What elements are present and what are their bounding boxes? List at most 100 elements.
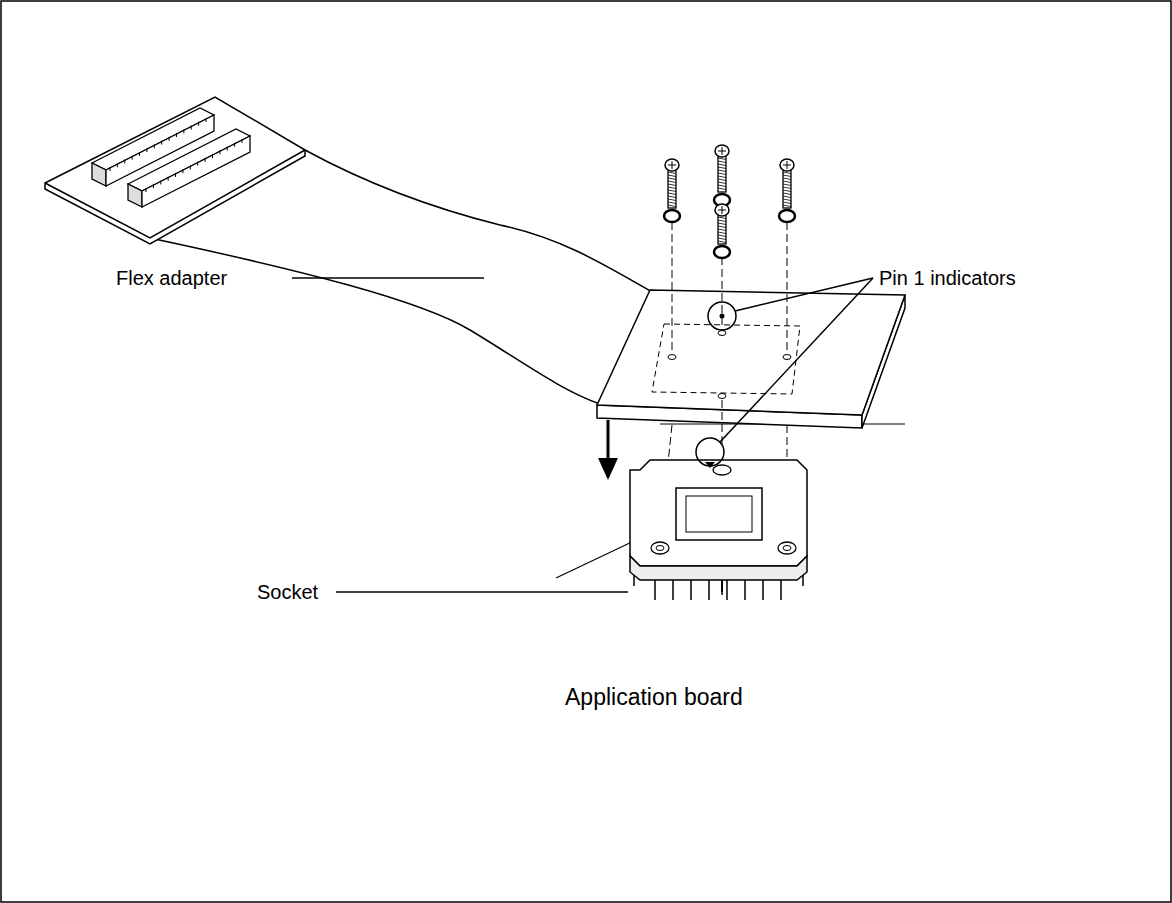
header-pin [146,188,147,192]
screw-thread [718,170,726,172]
header-pin [191,126,192,130]
socket-pin [726,580,728,600]
screw-thread [668,193,676,195]
header-pin [168,177,169,181]
header-pin [154,144,155,148]
screw-thread [668,196,676,198]
header-pin [234,143,235,147]
down-arrow [598,420,618,480]
header-pin [176,133,177,137]
screw-thread [718,238,726,240]
screw-head [780,159,794,171]
screw-thread [668,205,676,207]
screw-thread [783,199,791,201]
screw-thread [783,184,791,186]
screw-slot [787,161,788,169]
screw-shaft [718,154,726,192]
socket-pin [690,580,692,600]
screw-thread [718,158,726,160]
screw-thread [718,235,726,237]
screw-thread [718,226,726,228]
board-label: Application board [565,684,743,712]
screw-thread [718,241,726,243]
socket-pin [672,580,674,600]
part-label: Flex adapter [116,266,227,290]
screw-thread [718,220,726,222]
screw-thread [668,181,676,183]
socket-pin [744,580,746,600]
screw-thread [783,202,791,204]
screw-thread [718,217,726,219]
header-pin [175,173,176,177]
screw-thread [783,196,791,198]
socket-pin [780,580,782,600]
header-pin [242,139,243,143]
header-pin [206,118,207,122]
screws [664,145,795,258]
header-pin [169,137,170,141]
screw-slot [722,206,723,214]
screw-thread [718,229,726,231]
screw-thread [668,172,676,174]
screw-thread [718,164,726,166]
header-pin [146,148,147,152]
screw-thread [783,178,791,180]
header-pin [197,162,198,166]
header-pin [124,159,125,163]
header-pin [110,167,111,171]
header-pin [219,150,220,154]
screw-thread [718,223,726,225]
screw-slot [722,147,723,155]
header-pin [153,184,154,188]
screw-thread [718,173,726,175]
screw-thread [668,199,676,201]
screw-head [715,145,729,157]
screw-thread [783,181,791,183]
screw-thread [718,167,726,169]
socket [630,460,807,600]
screw-thread [718,182,726,184]
screw-thread [718,161,726,163]
connector-board [45,97,305,244]
screw-thread [668,202,676,204]
part-label: Socket [257,580,318,604]
screw-thread [783,172,791,174]
header-pin [160,180,161,184]
screw-thread [783,193,791,195]
screw-head [665,159,679,171]
screw-head [715,204,729,216]
socket-pin [708,580,710,600]
socket-post [721,580,723,595]
screw-thread [718,179,726,181]
screw-thread [668,184,676,186]
header-pin [182,169,183,173]
screw-shaft [668,168,676,208]
leader-lines [292,278,873,592]
header-pin [227,147,228,151]
screw-thread [668,178,676,180]
header-pin [205,158,206,162]
screw-thread [718,185,726,187]
screw-shaft [718,213,726,244]
screw-thread [668,175,676,177]
screw-shaft [783,168,791,208]
callout-label: Pin 1 indicators [879,266,1016,290]
screw-thread [718,176,726,178]
header-pin [161,141,162,145]
header-pin [117,163,118,167]
screw-thread [783,205,791,207]
screw-thread [783,175,791,177]
washer [779,210,795,222]
header-pin [190,165,191,169]
socket-pin [762,580,764,600]
screw-thread [783,187,791,189]
screw-thread [718,232,726,234]
header-pin [139,152,140,156]
washer [714,246,730,258]
screw-thread [668,187,676,189]
header-pin [198,122,199,126]
flex-adapter-block [597,290,905,428]
header-pin [212,154,213,158]
